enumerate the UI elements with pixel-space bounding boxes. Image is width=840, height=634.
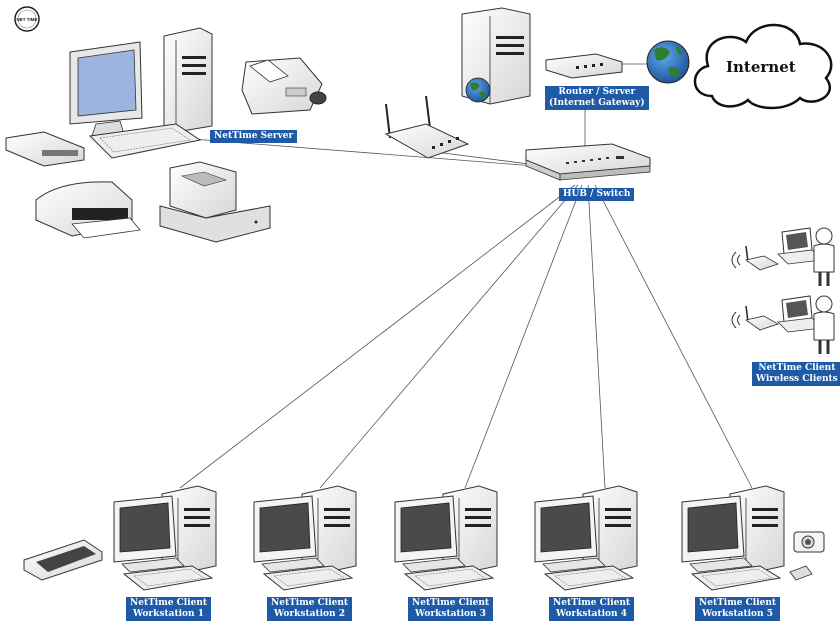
workstation-2-label-line-2: Workstation 2 [274,609,345,619]
internet-label: Internet [726,58,796,76]
wireless-client-1 [731,227,835,286]
wireless-label-line-1: NetTime Client [758,363,836,373]
link-hub-ws3 [464,184,583,489]
workstation-1-computer [113,485,217,591]
external-drive [5,131,85,167]
hub-label: HUB / Switch [559,188,635,201]
workstation-4-label-line-2: Workstation 4 [556,609,627,619]
logo-text: NET TIME [17,17,38,22]
internet-cloud [693,23,833,110]
workstation-3-label-line-2: Workstation 3 [415,609,486,619]
workstation-5-computer [681,485,785,591]
fax-machine [241,57,327,115]
wireless-label-line-2: Wireless Clients [756,374,838,384]
server-tower [163,27,213,133]
connection-lines [179,63,753,489]
workstation-4-label-line-1: NetTime Client [553,598,631,608]
workstation-3-computer [394,485,498,591]
workstations [113,485,785,591]
nettime-logo: NET TIME [14,6,40,32]
scanner [23,539,103,581]
router-label: Router / Server (Internet Gateway) [545,86,649,110]
link-hub-ws2 [319,184,579,489]
workstation-1-label-line-2: Workstation 1 [133,609,204,619]
hub-switch-device [525,143,651,181]
router-tower [461,7,531,105]
workstation-2-label: NetTime Client Workstation 2 [267,597,353,621]
wireless-access-point [384,95,470,159]
cash-register [159,161,271,243]
workstation-1-label: NetTime Client Workstation 1 [126,597,212,621]
server-monitor [69,41,143,137]
link-hub-ws1 [179,184,576,489]
router-label-line-1: Router / Server [558,87,636,97]
workstation-5-label-line-2: Workstation 5 [702,609,773,619]
server-label: NetTime Server [210,130,298,143]
printer [35,181,141,239]
link-hub-ws5 [594,184,753,489]
wireless-client-2 [731,295,835,354]
router-label-line-2: (Internet Gateway) [549,98,645,108]
link-hub-ws4 [587,184,606,489]
workstation-5-label: NetTime Client Workstation 5 [695,597,781,621]
workstation-4-label: NetTime Client Workstation 4 [549,597,635,621]
digital-camera [789,531,825,581]
workstation-4-computer [534,485,638,591]
workstation-2-computer [253,485,357,591]
server-keyboard [88,123,202,159]
link-server-hub [179,137,561,169]
workstation-5-label-line-1: NetTime Client [699,598,777,608]
globe-icon [465,77,491,103]
workstation-1-label-line-1: NetTime Client [130,598,208,608]
workstation-3-label-line-1: NetTime Client [412,598,490,608]
internet-globe-icon [646,40,690,84]
workstation-3-label: NetTime Client Workstation 3 [408,597,494,621]
wireless-label: NetTime Client Wireless Clients [752,362,840,386]
router-device [545,53,623,79]
workstation-2-label-line-1: NetTime Client [271,598,349,608]
